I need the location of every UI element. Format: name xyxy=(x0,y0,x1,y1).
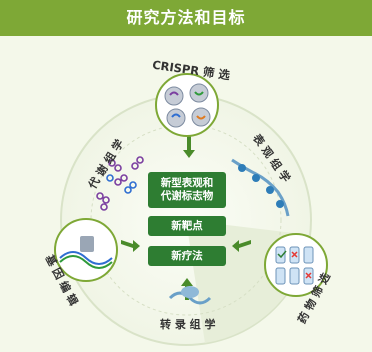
center-label-2: 代谢标志物 xyxy=(160,190,214,202)
arrows xyxy=(121,136,251,300)
arrow-left xyxy=(121,240,140,252)
center-box-3 xyxy=(148,246,226,266)
transcriptomics-illustration xyxy=(168,286,212,305)
crispr-illustration xyxy=(155,73,219,137)
center-label-1: 新型表观和 xyxy=(160,177,214,189)
gene-editing-illustration xyxy=(54,218,118,282)
diagram-title: 研究方法和目标 xyxy=(126,8,246,27)
center-label-4: 新疗法 xyxy=(171,250,203,262)
drug-screening-illustration xyxy=(264,233,328,297)
center-label-3: 新靶点 xyxy=(171,220,203,232)
metabolomics-illustration xyxy=(96,156,144,211)
epigenomics-illustration xyxy=(231,158,290,217)
center-box-1 xyxy=(148,172,226,208)
center-box-2 xyxy=(148,216,226,236)
arrow-top xyxy=(183,136,195,158)
label-transcriptomics: 转 录 组 学 xyxy=(160,318,216,331)
title-bar: 研究方法和目标 xyxy=(0,0,372,36)
arrow-right xyxy=(232,240,251,252)
